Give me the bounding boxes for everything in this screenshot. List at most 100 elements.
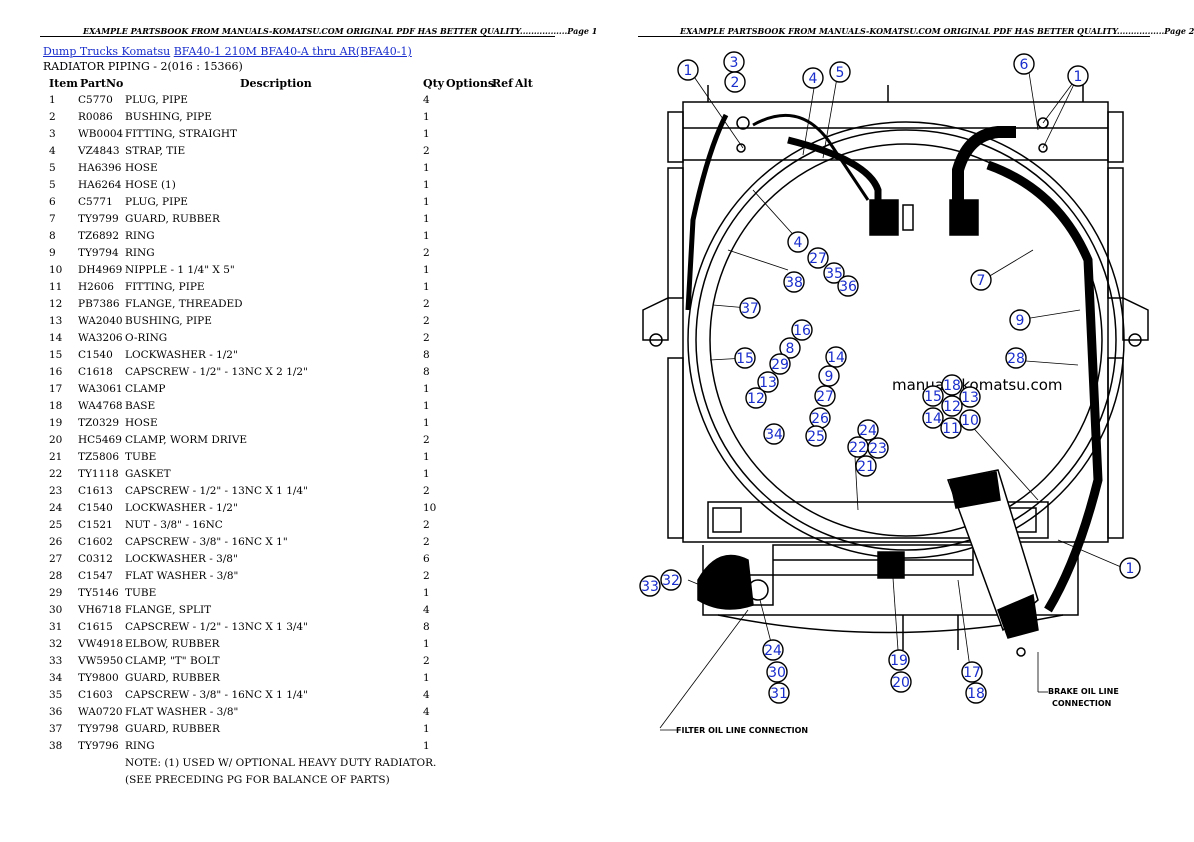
cell-description: RING (125, 230, 155, 242)
filter-oil-line-label: FILTER OIL LINE CONNECTION (676, 726, 808, 735)
cell-qty: 6 (423, 553, 430, 565)
header-divider (638, 36, 1150, 37)
callout-label: 8 (786, 341, 795, 357)
callout-item-31: 31 (768, 682, 790, 704)
cell-partno: TY9796 (78, 740, 119, 752)
cell-partno: TY1118 (78, 468, 119, 480)
cell-description: RING (125, 247, 155, 259)
header-divider (40, 36, 555, 37)
callout-circle (940, 417, 962, 439)
cell-partno: HC5469 (78, 434, 122, 446)
callout-circle (779, 337, 801, 359)
callout-circle (1009, 309, 1031, 331)
column-header-item: Item (49, 77, 78, 90)
cell-qty: 1 (423, 468, 430, 480)
callout-circle (941, 374, 963, 396)
cell-partno: C1613 (78, 485, 113, 497)
cell-description: GUARD, RUBBER (125, 213, 220, 225)
cell-qty: 1 (423, 213, 430, 225)
column-header-partno: PartNo (80, 77, 124, 90)
cell-description: TUBE (125, 587, 157, 599)
column-header-description: Description (240, 77, 312, 90)
callout-circle (766, 661, 788, 683)
cell-partno: C1540 (78, 349, 113, 361)
cell-description: CLAMP, WORM DRIVE (125, 434, 248, 446)
callout-item-33: 33 (639, 575, 661, 597)
column-header-options: Options (446, 77, 495, 90)
callout-label: 11 (942, 421, 960, 437)
cell-item: 25 (49, 519, 63, 531)
cell-partno: TY5146 (78, 587, 119, 599)
callout-circle (823, 262, 845, 284)
callout-item-26: 26 (809, 407, 831, 429)
callout-item-1: 1 (1119, 557, 1141, 579)
cell-partno: C5771 (78, 196, 113, 208)
callout-label: 6 (1020, 57, 1029, 73)
callout-label: 35 (825, 266, 843, 282)
callout-label: 12 (747, 391, 765, 407)
callout-label: 34 (765, 427, 783, 443)
cell-qty: 2 (423, 145, 430, 157)
cell-partno: C1615 (78, 621, 113, 633)
callout-circle (814, 385, 836, 407)
breadcrumb-link-category[interactable]: Dump Trucks Komatsu (43, 45, 171, 58)
callout-item-2: 2 (724, 71, 746, 93)
cell-description: FLANGE, SPLIT (125, 604, 212, 616)
cell-item: 33 (49, 655, 63, 667)
cell-partno: DH4969 (78, 264, 123, 276)
callout-circle (1005, 347, 1027, 369)
callout-item-37: 37 (739, 297, 761, 319)
callout-circle (1119, 557, 1141, 579)
cell-qty: 1 (423, 162, 430, 174)
callout-item-24: 24 (857, 419, 879, 441)
cell-partno: C5770 (78, 94, 113, 106)
cell-partno: TY9800 (78, 672, 119, 684)
callout-label: 13 (961, 390, 979, 406)
cell-partno: WB0004 (78, 128, 124, 140)
cell-item: 10 (49, 264, 63, 276)
callout-circle (660, 569, 682, 591)
cell-description: FITTING, PIPE (125, 281, 205, 293)
callout-item-1: 1 (677, 59, 699, 81)
callout-item-34: 34 (763, 423, 785, 445)
callout-label: 27 (816, 389, 834, 405)
callout-label: 5 (836, 65, 845, 81)
callout-label: 16 (793, 323, 811, 339)
cell-qty: 4 (423, 604, 430, 616)
callout-item-4: 4 (802, 67, 824, 89)
callout-item-36: 36 (837, 275, 859, 297)
cell-item: 18 (49, 400, 63, 412)
cell-description: O-RING (125, 332, 168, 344)
cell-description: CAPSCREW - 3/8" - 16NC X 1 1/4" (125, 689, 308, 701)
breadcrumb: Dump Trucks Komatsu BFA40-1 210M BFA40-A… (43, 45, 412, 58)
cell-item: 2 (49, 111, 56, 123)
cell-item: 16 (49, 366, 63, 378)
cell-partno: VH6718 (78, 604, 122, 616)
callout-item-13: 13 (757, 371, 779, 393)
breadcrumb-link-model[interactable]: BFA40-1 210M BFA40-A thru AR(BFA40-1) (173, 45, 412, 58)
callout-circle (677, 59, 699, 81)
cell-item: 5 (49, 179, 56, 191)
cell-qty: 2 (423, 536, 430, 548)
cell-qty: 4 (423, 689, 430, 701)
cell-description: FLANGE, THREADED (125, 298, 243, 310)
cell-partno: WA3061 (78, 383, 123, 395)
cell-description: CAPSCREW - 1/2" - 13NC X 1 3/4" (125, 621, 308, 633)
cell-description: LOCKWASHER - 1/2" (125, 502, 238, 514)
cell-description: GUARD, RUBBER (125, 723, 220, 735)
callout-label: 9 (825, 369, 834, 385)
cell-partno: VW5950 (78, 655, 124, 667)
cell-item: 1 (49, 94, 56, 106)
cell-item: 36 (49, 706, 63, 718)
callout-circle (922, 385, 944, 407)
brake-oil-line-label: BRAKE OIL LINE (1048, 687, 1119, 696)
cell-qty: 1 (423, 638, 430, 650)
callout-label: 12 (943, 399, 961, 415)
cell-item: 35 (49, 689, 63, 701)
cell-description: GASKET (125, 468, 171, 480)
callout-label: 19 (890, 653, 908, 669)
cell-qty: 1 (423, 417, 430, 429)
callout-label: 9 (1016, 313, 1025, 329)
cell-description: BUSHING, PIPE (125, 315, 212, 327)
